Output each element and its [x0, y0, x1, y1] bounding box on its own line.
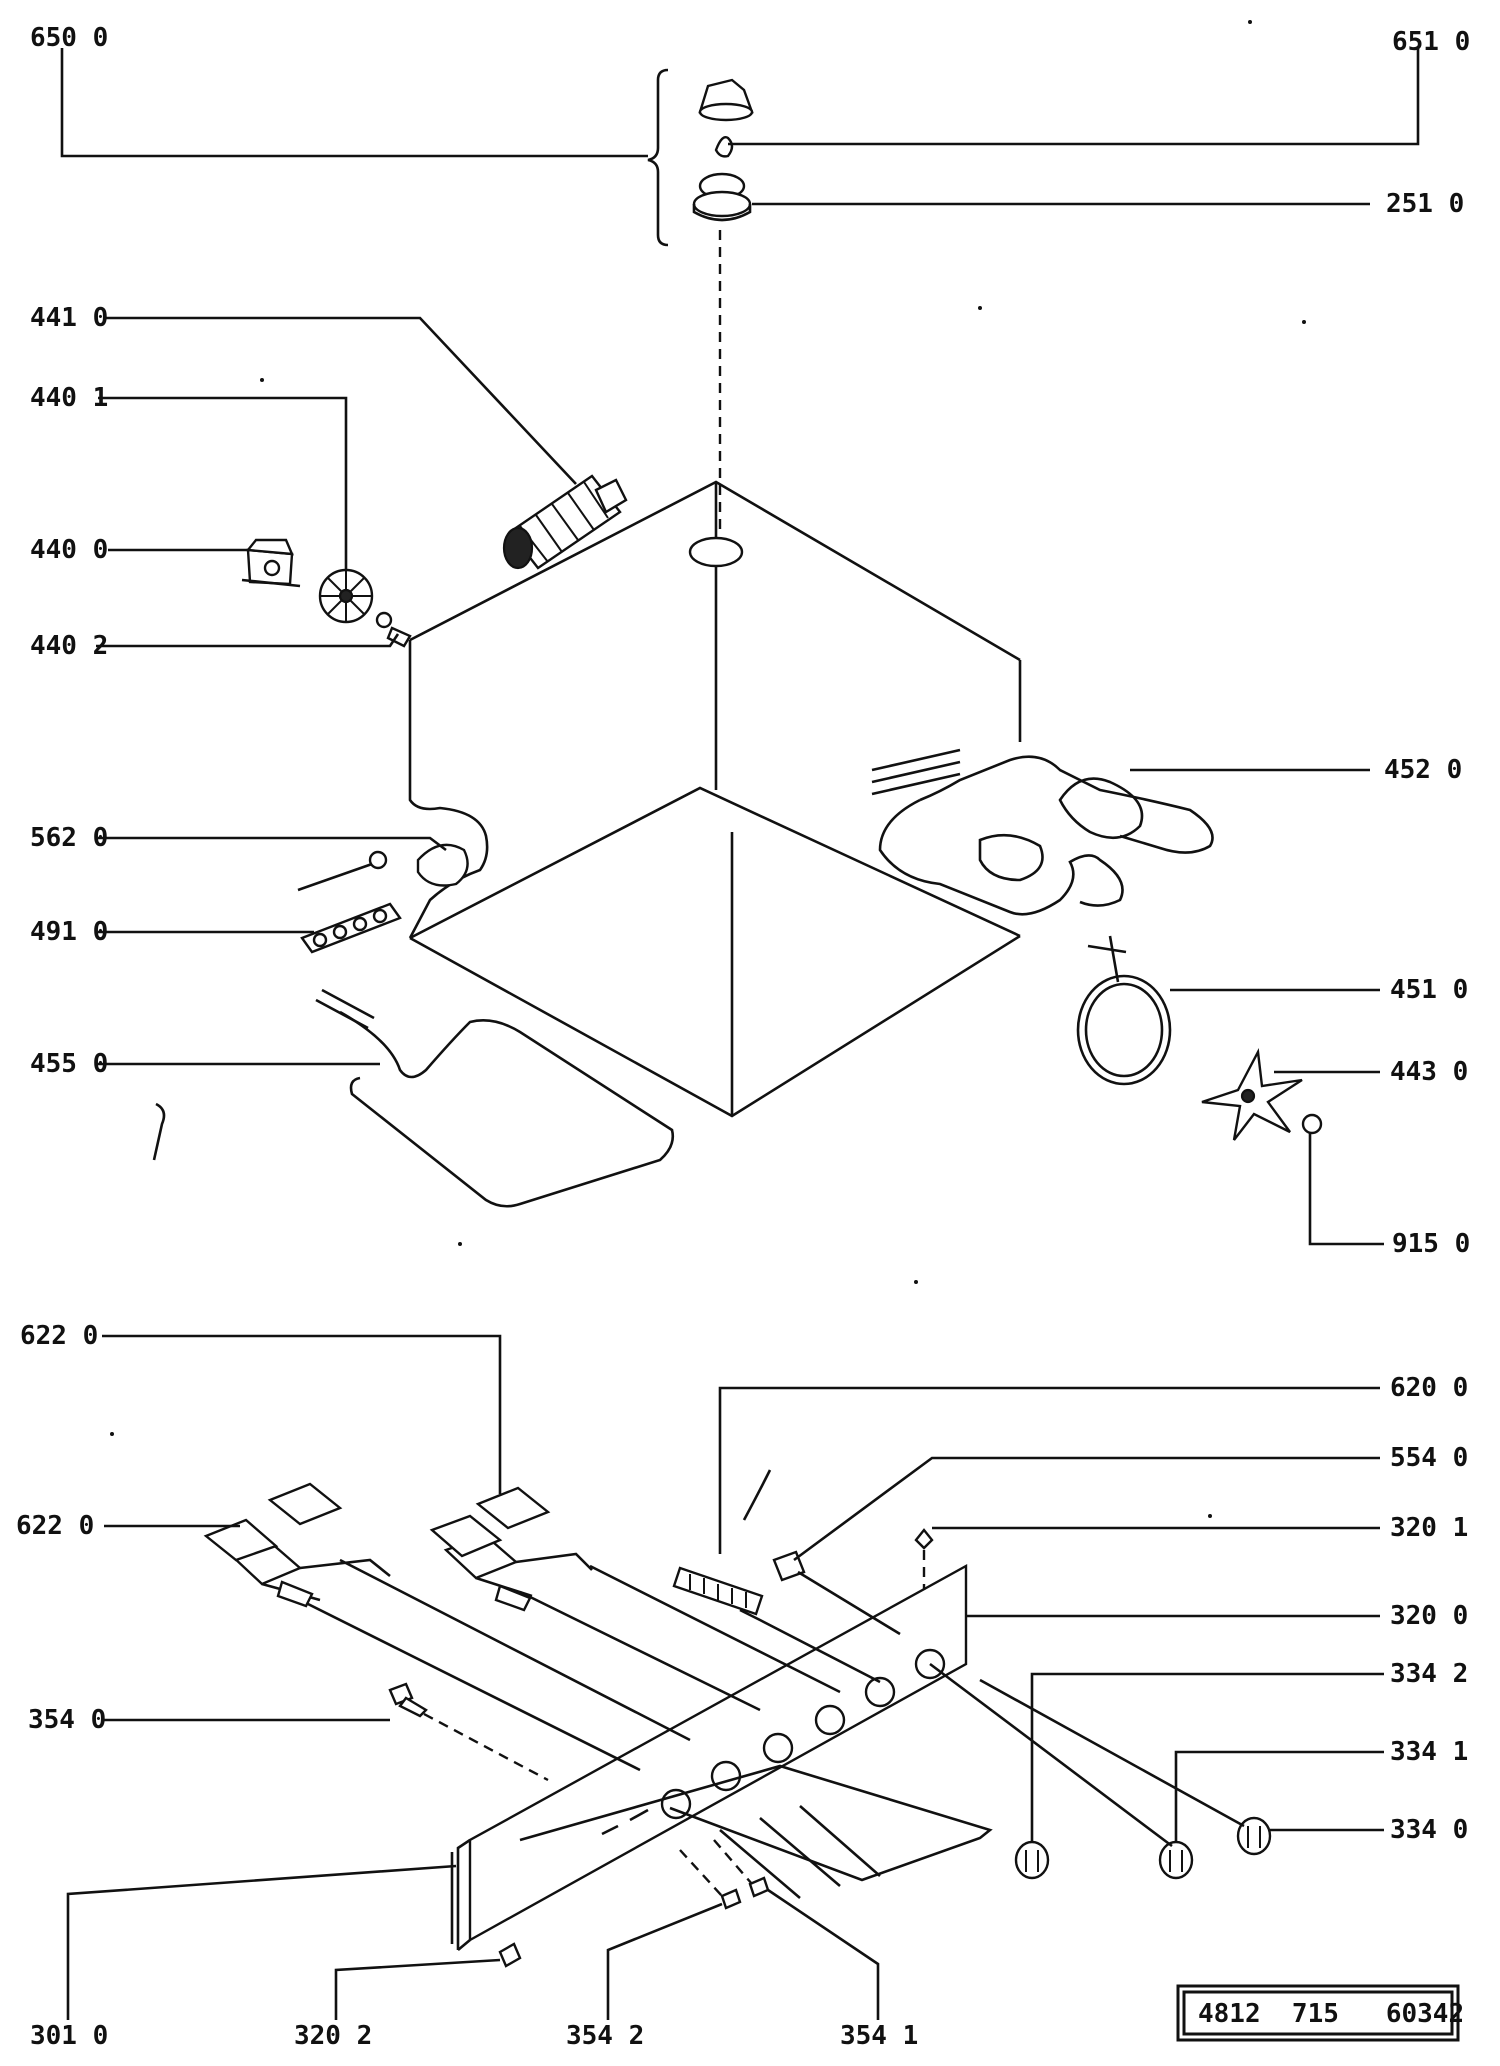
callout-301-0: 301 0	[30, 2021, 108, 2051]
callout-354-0: 354 0	[28, 1705, 106, 1735]
fan-motor-cylinder	[502, 474, 628, 570]
fan-nut	[1301, 1113, 1323, 1135]
scan-specks	[110, 20, 1306, 1518]
lamp-buttons	[679, 1839, 770, 1910]
callout-334-0: 334 0	[1390, 1815, 1468, 1845]
signal-lamp	[742, 1469, 901, 1636]
thermal-cutout	[297, 843, 469, 892]
gas-tap-left	[203, 1482, 691, 1772]
callout-451-0: 451 0	[1390, 975, 1468, 1005]
callout-915-0: 915 0	[1392, 1229, 1470, 1259]
callout-354-2: 354 2	[566, 2021, 644, 2051]
callout-440-2: 440 2	[30, 631, 108, 661]
control-knob-1	[929, 1662, 1194, 1880]
control-panel	[450, 1563, 993, 1951]
document-number: 4812 715 60342	[1198, 1999, 1464, 2029]
callout-334-1: 334 1	[1390, 1737, 1468, 1767]
callout-620-0: 620 0	[1390, 1373, 1468, 1403]
callout-491-0: 491 0	[30, 917, 108, 947]
callout-354-1: 354 1	[840, 2021, 918, 2051]
oven-cavity	[408, 480, 1022, 1118]
callout-455-0: 455 0	[30, 1049, 108, 1079]
callout-452-0: 452 0	[1384, 755, 1462, 785]
callout-labels: 650 0 651 0 251 0 441 0 440 1 440 0 440 …	[16, 23, 1470, 2051]
callout-320-2: 320 2	[294, 2021, 372, 2051]
selector-switch	[672, 1566, 881, 1684]
callout-440-1: 440 1	[30, 383, 108, 413]
callout-651-0: 651 0	[1392, 27, 1470, 57]
grill-heating-element	[871, 748, 1214, 916]
ignition-button	[388, 1682, 549, 1782]
callout-441-0: 441 0	[30, 303, 108, 333]
lower-heating-element	[152, 988, 675, 1208]
callout-622-0-lower: 622 0	[16, 1511, 94, 1541]
panel-screw	[914, 1528, 934, 1590]
callout-562-0: 562 0	[30, 823, 108, 853]
callout-554-0: 554 0	[1390, 1443, 1468, 1473]
control-knob-0	[979, 1678, 1272, 1856]
callout-320-1: 320 1	[1390, 1513, 1468, 1543]
convection-fan-blade	[1201, 1048, 1303, 1141]
callout-251-0: 251 0	[1386, 189, 1464, 219]
callout-650-0: 650 0	[30, 23, 108, 53]
callout-443-0: 443 0	[1390, 1057, 1468, 1087]
leader-lines	[60, 48, 1420, 2020]
callout-320-0: 320 0	[1390, 1601, 1468, 1631]
fan-motor-bracket	[241, 538, 301, 588]
callout-334-2: 334 2	[1390, 1659, 1468, 1689]
knob-assembly-top	[647, 68, 754, 535]
callout-440-0: 440 0	[30, 535, 108, 565]
cooling-fan-impeller	[318, 568, 412, 648]
control-knob-2	[1014, 1840, 1050, 1880]
terminal-block	[300, 902, 402, 954]
document-number-box: 4812 715 60342	[1176, 1984, 1464, 2042]
panel-clip	[498, 1942, 522, 1968]
gas-tap-right	[429, 1486, 841, 1712]
callout-622-0-upper: 622 0	[20, 1321, 98, 1351]
circular-heating-element	[1076, 935, 1172, 1086]
